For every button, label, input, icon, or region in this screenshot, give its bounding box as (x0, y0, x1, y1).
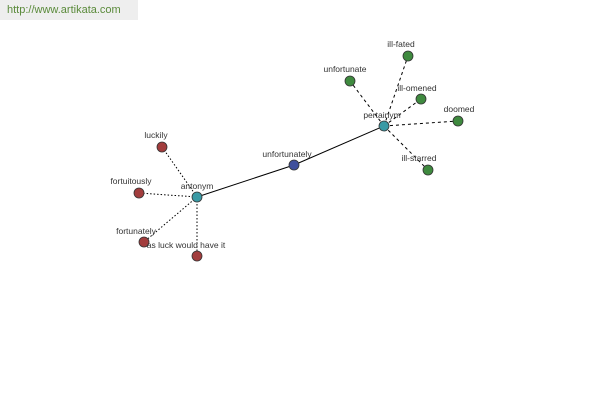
edge-pertainym-ill-omened (383, 98, 422, 127)
node-fortunately[interactable] (138, 236, 150, 248)
edge-center-antonym (196, 164, 295, 198)
label-fortunately: fortunately (116, 226, 156, 236)
artikata-url-link[interactable]: http://www.artikata.com (0, 0, 138, 20)
label-as-luck-would-have-it: as luck would have it (147, 240, 226, 250)
label-unfortunate: unfortunate (323, 64, 366, 74)
node-unfortunate[interactable] (344, 75, 356, 87)
node-luckily[interactable] (156, 141, 168, 153)
label-ill-omened: ill-omened (397, 83, 436, 93)
label-doomed: doomed (444, 104, 475, 114)
label-unfortunately: unfortunately (262, 149, 312, 159)
node-ill-omened[interactable] (415, 93, 427, 105)
node-pertainym[interactable] (378, 120, 390, 132)
graph-edges (138, 55, 459, 256)
edge-antonym-fortunately (143, 196, 198, 243)
edge-pertainym-doomed (383, 120, 459, 127)
graph-labels: unfortunately pertainym antonym ill-fate… (110, 39, 474, 250)
node-ill-starred[interactable] (422, 164, 434, 176)
node-fortuitously[interactable] (133, 187, 145, 199)
node-as-luck-would-have-it[interactable] (191, 250, 203, 262)
graph-nodes (133, 50, 464, 262)
edge-pertainym-ill-starred (383, 125, 429, 171)
node-ill-fated[interactable] (402, 50, 414, 62)
label-antonym: antonym (181, 181, 214, 191)
label-luckily: luckily (144, 130, 168, 140)
edge-antonym-fortuitously (138, 192, 198, 198)
label-ill-starred: ill-starred (402, 153, 437, 163)
node-antonym[interactable] (191, 191, 203, 203)
label-ill-fated: ill-fated (387, 39, 415, 49)
node-doomed[interactable] (452, 115, 464, 127)
label-fortuitously: fortuitously (110, 176, 152, 186)
edge-pertainym-ill-fated (383, 55, 409, 127)
edge-center-pertainym (293, 125, 385, 166)
node-unfortunately[interactable] (288, 159, 300, 171)
label-pertainym: pertainym (363, 110, 400, 120)
